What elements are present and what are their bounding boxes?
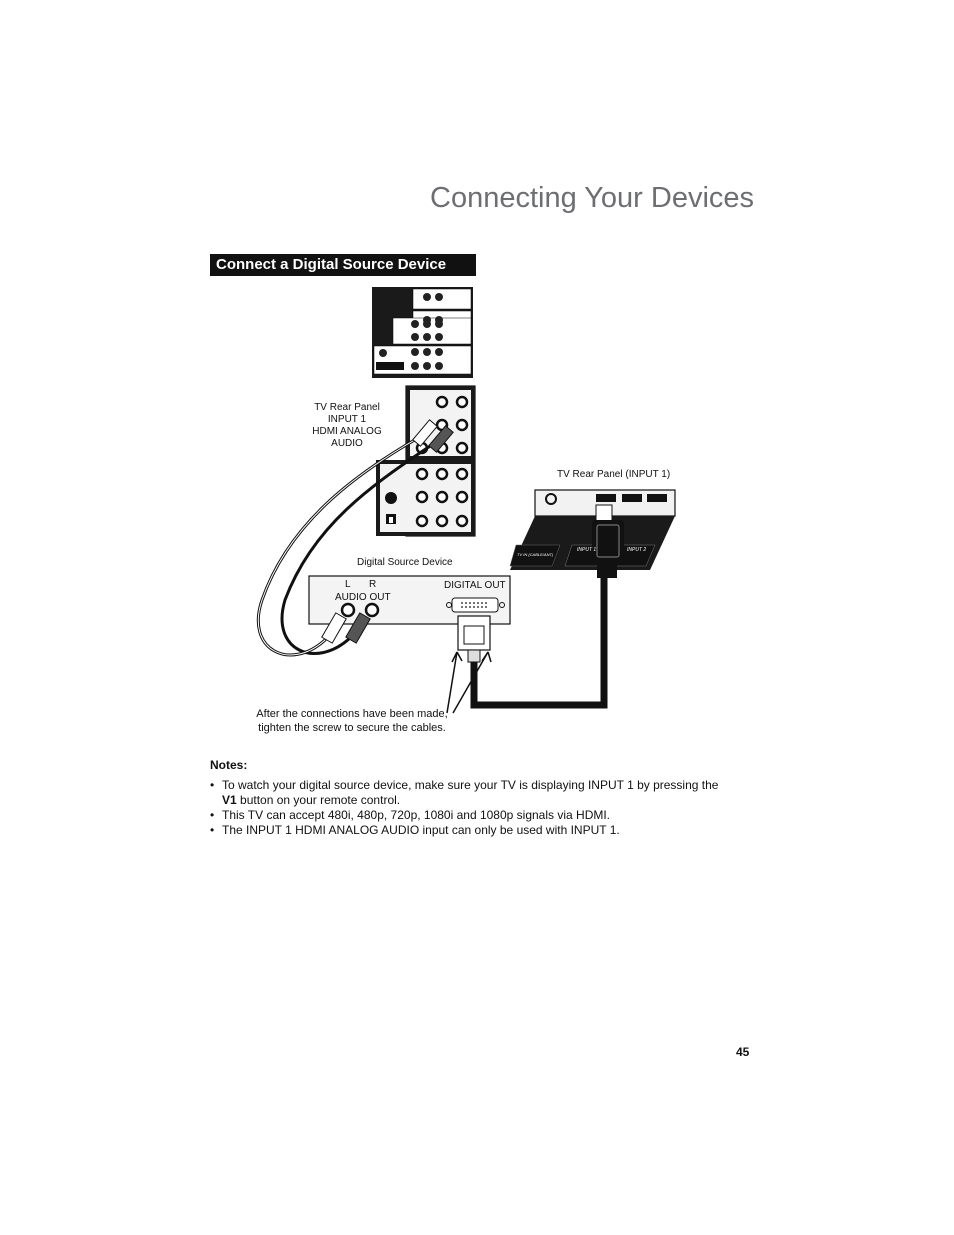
caption-line-1: After the connections have been made, bbox=[256, 708, 448, 720]
page-number: 45 bbox=[736, 1045, 750, 1059]
hdmi-input2-label: INPUT 2 bbox=[627, 547, 647, 553]
note-item: To watch your digital source device, mak… bbox=[210, 778, 755, 808]
rca-plugs-device bbox=[321, 612, 371, 644]
audio-l-label: L bbox=[345, 579, 351, 590]
screw-arrows bbox=[446, 651, 492, 714]
note-1-bold: V1 bbox=[222, 793, 237, 807]
note-item: This TV can accept 480i, 480p, 720p, 108… bbox=[210, 808, 755, 823]
tv-rear-panel-hdmi bbox=[509, 489, 676, 578]
note-1-text: To watch your digital source device, mak… bbox=[222, 778, 719, 792]
section-heading: Connect a Digital Source Device bbox=[210, 254, 476, 276]
notes-list: To watch your digital source device, mak… bbox=[210, 778, 755, 838]
note-item: The INPUT 1 HDMI ANALOG AUDIO input can … bbox=[210, 823, 755, 838]
label-line-3: HDMI ANALOG bbox=[312, 426, 382, 437]
caption-line-2: tighten the screw to secure the cables. bbox=[258, 722, 446, 734]
note-1-text-end: button on your remote control. bbox=[236, 793, 401, 807]
audio-out-label: AUDIO OUT bbox=[335, 592, 391, 603]
tv-rear-panel-input1-label: TV Rear Panel (INPUT 1) bbox=[557, 469, 671, 480]
hdmi-input1-label: INPUT 1 bbox=[577, 547, 597, 553]
page-title: Connecting Your Devices bbox=[430, 182, 755, 214]
tv-rear-panel-overview bbox=[372, 287, 473, 378]
digital-out-label: DIGITAL OUT bbox=[444, 580, 506, 591]
label-line-4: AUDIO bbox=[331, 438, 363, 449]
notes-heading: Notes: bbox=[210, 758, 248, 772]
connection-diagram bbox=[256, 287, 676, 714]
audio-r-label: R bbox=[369, 579, 377, 590]
rca-plugs-tv bbox=[412, 419, 454, 453]
label-line-2: INPUT 1 bbox=[327, 414, 367, 425]
audio-cable bbox=[256, 428, 447, 657]
screw-caption: After the connections have been made, ti… bbox=[240, 707, 464, 735]
label-line-1: TV Rear Panel bbox=[314, 402, 380, 413]
tv-in-label: TV IN (CABLE/ANT) bbox=[517, 552, 554, 557]
digital-source-label: Digital Source Device bbox=[357, 557, 453, 568]
dvi-hdmi-cable bbox=[457, 570, 608, 709]
tv-rear-panel-audio bbox=[376, 385, 476, 537]
tv-rear-panel-audio-label: TV Rear Panel INPUT 1 HDMI ANALOG AUDIO bbox=[306, 402, 388, 450]
